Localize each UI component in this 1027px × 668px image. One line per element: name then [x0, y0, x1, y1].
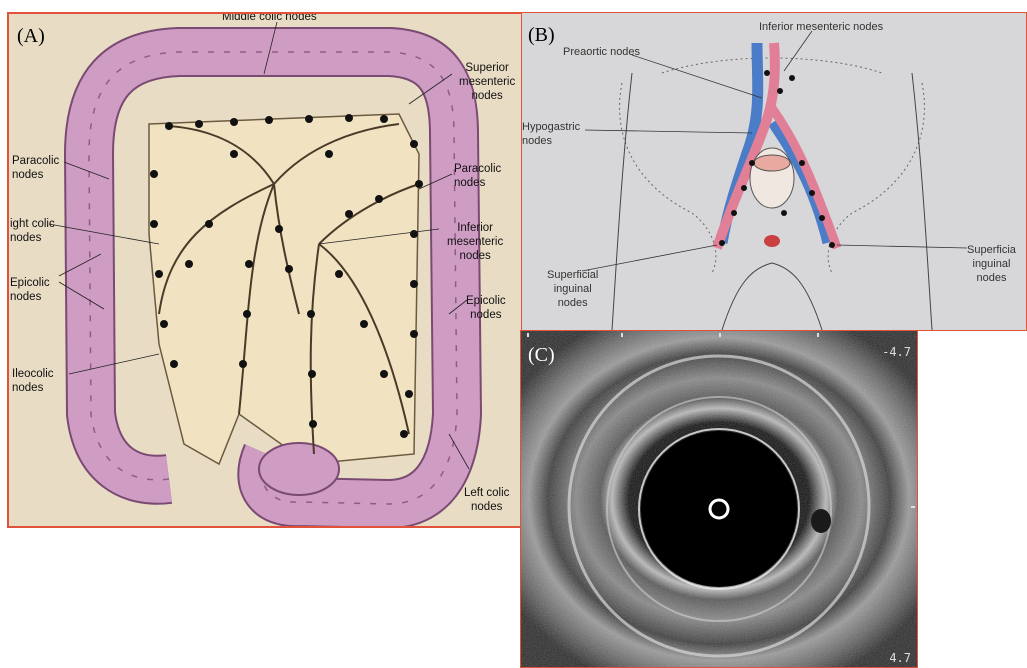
mesentery — [149, 114, 419, 464]
label-epicolic-left: Epicolic nodes — [10, 276, 50, 304]
label-superficial-inguinal-left: Superficial inguinal nodes — [547, 268, 598, 310]
label-right-colic: ight colic nodes — [10, 217, 55, 245]
panel-c-tag: (C) — [528, 345, 555, 365]
panel-b: (B) Inferior mesenteric nodes Preaortic … — [521, 12, 1027, 331]
label-left-colic: Left colic nodes — [464, 486, 509, 514]
label-epicolic-right: Epicolic nodes — [466, 294, 506, 322]
probe — [710, 500, 728, 518]
panel-a-tag: (A) — [17, 26, 45, 46]
panel-b-tag: (B) — [528, 25, 555, 45]
lymph-node — [811, 509, 831, 533]
label-ileocolic: Ileocolic nodes — [12, 367, 54, 395]
label-hypogastric: Hypogastric nodes — [522, 120, 580, 148]
label-inferior-mesenteric-a: Inferior mesenteric nodes — [447, 221, 503, 263]
panel-a: (A) Middle colic nodes Superior mesenter… — [7, 12, 524, 528]
endosonography-image — [521, 331, 917, 667]
label-preaortic: Preaortic nodes — [563, 45, 640, 59]
colon-lymph-illustration — [9, 14, 522, 526]
label-superficial-inguinal-right: Superficia inguinal nodes — [967, 243, 1016, 285]
label-paracolic-left: Paracolic nodes — [12, 154, 59, 182]
label-middle-colic: Middle colic nodes — [222, 12, 317, 24]
depth-readout-bottom: 4.7 — [889, 651, 911, 665]
label-superior-mesenteric: Superior mesenteric nodes — [459, 61, 515, 103]
label-paracolic-right: Paracolic nodes — [454, 162, 501, 190]
panel-c: (C) -4.7 4.7 — [520, 330, 918, 668]
label-inferior-mesenteric-b: Inferior mesenteric nodes — [759, 20, 883, 34]
depth-readout-top: -4.7 — [882, 345, 911, 359]
